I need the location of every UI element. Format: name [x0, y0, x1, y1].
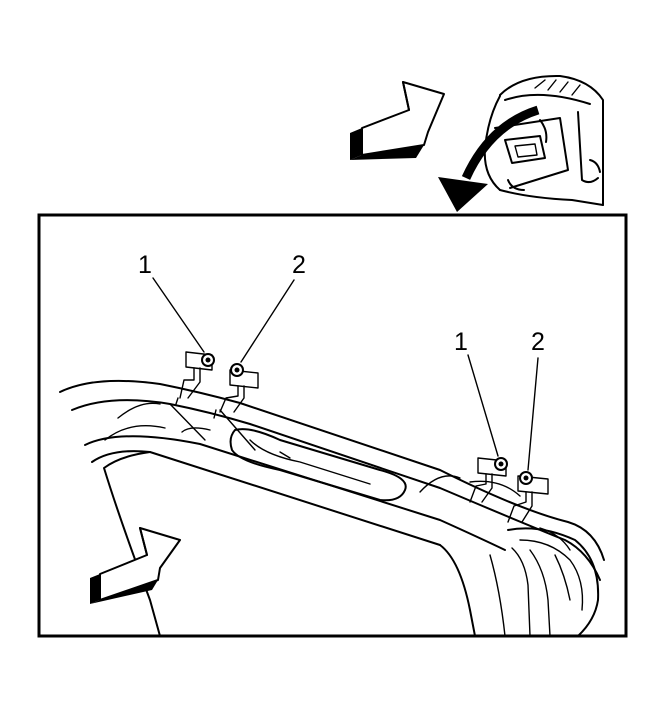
bolt-icon — [519, 471, 533, 485]
bolt-icon — [230, 363, 244, 377]
right-fastener-group — [467, 354, 549, 523]
direction-arrow-icon — [350, 81, 445, 160]
direction-arrow-icon — [90, 527, 181, 604]
liftgate-panel — [59, 379, 605, 637]
nut-icon — [201, 353, 215, 367]
callout-label-1: 1 — [138, 251, 152, 279]
left-fastener-group — [152, 277, 295, 419]
detail-frame — [37, 213, 628, 638]
nut-icon — [494, 457, 508, 471]
callout-label-2: 2 — [292, 251, 306, 279]
vehicle-rear-inset — [483, 74, 604, 206]
view-arrow-icon — [438, 105, 540, 212]
callout-label-1: 1 — [454, 328, 468, 356]
callout-label-2: 2 — [531, 328, 545, 356]
